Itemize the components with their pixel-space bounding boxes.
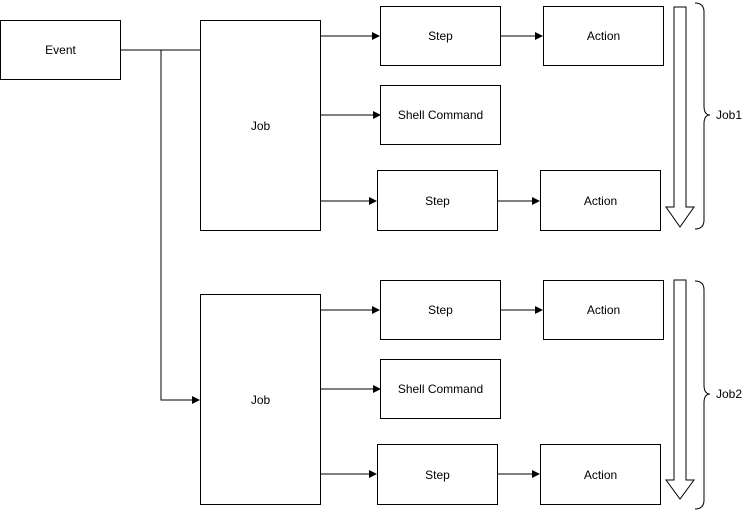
job1-action-top-node: Action: [543, 6, 664, 66]
job1-step-bottom-node: Step: [377, 170, 498, 231]
edge-event-job2: [160, 50, 200, 404]
flow-arrow-job2-icon: [665, 279, 695, 500]
job2-shell-command-node: Shell Command: [380, 359, 501, 419]
job1-shell-command-node: Shell Command: [380, 85, 501, 145]
flow-arrow-job1-icon: [665, 6, 695, 228]
job2-step-top-node: Step: [380, 280, 501, 340]
job2-action-bottom-node: Action: [540, 444, 661, 505]
job2-action-top-node: Action: [543, 280, 664, 340]
job1-action-bottom-node: Action: [540, 170, 661, 231]
brace-job1-icon: [694, 2, 711, 230]
job1-node: Job: [200, 20, 321, 231]
brace-job2-icon: [694, 280, 711, 510]
job1-group-label: Job1: [716, 108, 743, 122]
job1-step-top-node: Step: [380, 6, 501, 66]
job2-step-bottom-node: Step: [377, 444, 498, 505]
job2-node: Job: [200, 294, 321, 505]
event-node: Event: [0, 20, 121, 80]
job2-group-label: Job2: [716, 387, 743, 401]
